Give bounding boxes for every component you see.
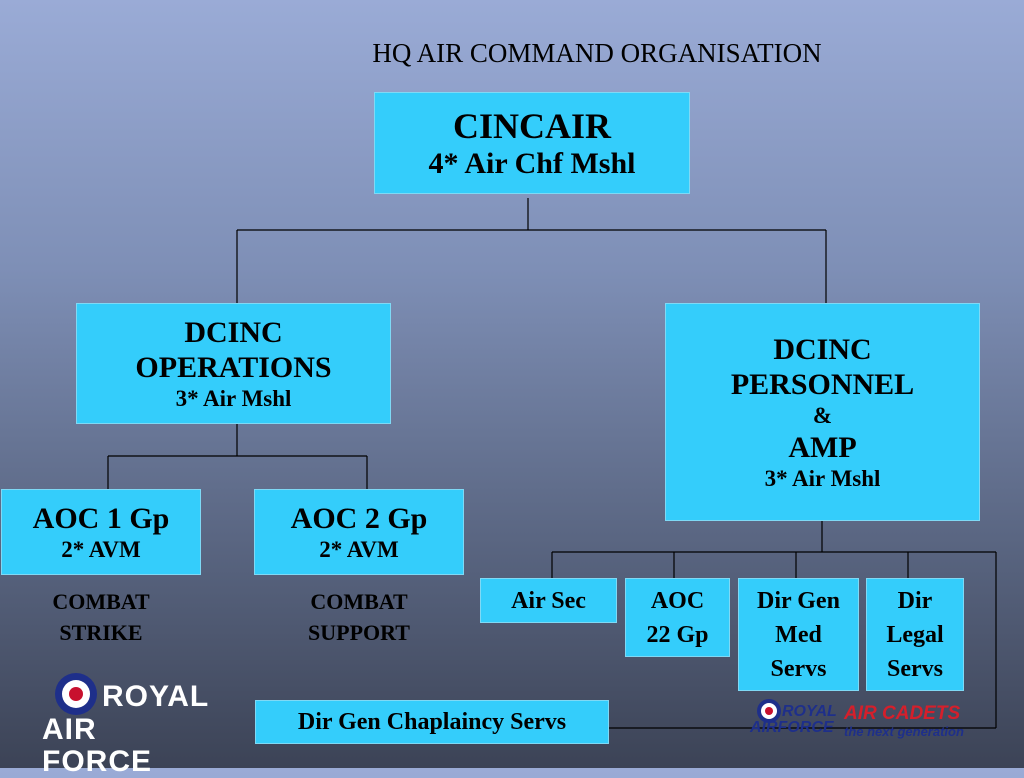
node-aoc-2-gp: AOC 2 Gp 2* AVM: [254, 489, 464, 575]
raf-logo-line2: AIR FORCE: [42, 713, 152, 778]
node-aoc-22-gp: AOC 22 Gp: [625, 578, 730, 657]
raf-logo: ROYAL AIR FORCE: [40, 670, 210, 778]
node-line: AOC: [650, 587, 705, 614]
cadets-raf-line1: ROYAL: [782, 703, 837, 720]
node-line: &: [812, 402, 833, 428]
node-name: CINCAIR: [452, 105, 611, 146]
node-line: Dir Gen: [757, 587, 840, 614]
node-dcinc-personnel: DCINC PERSONNEL & AMP 3* Air Mshl: [665, 303, 980, 521]
note-line: SUPPORT: [308, 620, 410, 645]
node-cincair: CINCAIR 4* Air Chf Mshl: [374, 92, 690, 194]
node-line: Servs: [770, 655, 827, 682]
cadets-raf-line2: AIRFORCE: [750, 719, 834, 736]
node-name: AOC 1 Gp: [32, 501, 170, 535]
node-dir-gen-med-servs: Dir Gen Med Servs: [738, 578, 859, 691]
node-line: PERSONNEL: [730, 367, 915, 401]
node-dir-legal-servs: Dir Legal Servs: [866, 578, 964, 691]
node-rank: 2* AVM: [319, 536, 399, 562]
roundel-icon: [757, 699, 781, 723]
node-name: Air Sec: [511, 587, 586, 614]
node-rank: 3* Air Mshl: [764, 465, 881, 491]
node-line: DCINC: [773, 332, 872, 366]
node-line: Med: [775, 621, 822, 648]
node-line: AMP: [788, 430, 857, 464]
node-line: Dir: [897, 587, 933, 614]
node-name: AOC 2 Gp: [290, 501, 428, 535]
cadets-brand: AIR CADETS: [844, 703, 961, 724]
node-line: Servs: [887, 655, 943, 682]
node-dir-gen-chaplaincy-servs: Dir Gen Chaplaincy Servs: [255, 700, 609, 744]
node-line: OPERATIONS: [135, 350, 332, 384]
node-aoc-1-gp: AOC 1 Gp 2* AVM: [1, 489, 201, 575]
node-dcinc-operations: DCINC OPERATIONS 3* Air Mshl: [76, 303, 391, 424]
node-line: DCINC: [184, 315, 283, 349]
node-line: 22 Gp: [646, 621, 709, 648]
node-rank: 3* Air Mshl: [175, 385, 292, 411]
page-title: HQ AIR COMMAND ORGANISATION: [372, 38, 822, 68]
note-aoc-1-role: COMBAT STRIKE: [1, 586, 201, 648]
node-air-sec: Air Sec: [480, 578, 617, 623]
note-line: COMBAT: [310, 589, 408, 614]
note-line: STRIKE: [59, 620, 143, 645]
raf-logo-line1: ROYAL: [102, 680, 210, 713]
node-line: Legal: [886, 621, 944, 648]
roundel-icon: [55, 673, 97, 715]
air-cadets-logo: ROYAL AIRFORCE AIR CADETS the next gener…: [750, 698, 990, 744]
node-rank: 2* AVM: [61, 536, 141, 562]
note-aoc-2-role: COMBAT SUPPORT: [254, 586, 464, 648]
cadets-tagline: the next generation: [844, 724, 964, 739]
node-name: Dir Gen Chaplaincy Servs: [297, 709, 567, 735]
note-line: COMBAT: [52, 589, 150, 614]
node-rank: 4* Air Chf Mshl: [428, 146, 636, 180]
